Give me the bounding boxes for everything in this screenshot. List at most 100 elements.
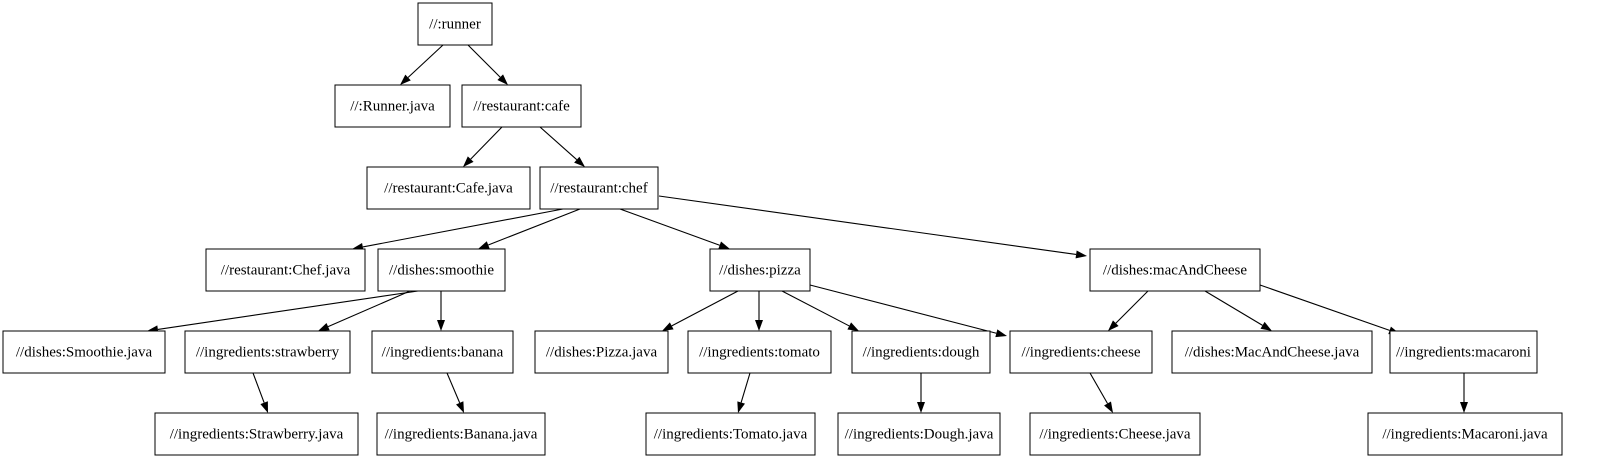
arrowhead-icon <box>463 156 474 167</box>
edge-line <box>781 290 850 327</box>
graph-node-macandcheese_java[interactable]: //dishes:MacAndCheese.java <box>1171 330 1373 374</box>
graph-node-restaurant_cafe[interactable]: //restaurant:cafe <box>461 84 582 128</box>
edge-dishes_pizza-to-pizza_java <box>662 290 739 331</box>
arrowhead-icon <box>1075 250 1087 259</box>
graph-node-ing_strawberry[interactable]: //ingredients:strawberry <box>184 330 351 374</box>
graph-node-cheese_java[interactable]: //ingredients:Cheese.java <box>1029 412 1201 456</box>
node-label: //restaurant:chef <box>550 180 647 196</box>
arrowhead-icon <box>478 241 490 249</box>
node-label: //ingredients:strawberry <box>196 344 340 360</box>
graph-node-macaroni_java[interactable]: //ingredients:Macaroni.java <box>1367 412 1563 456</box>
graph-node-banana_java[interactable]: //ingredients:Banana.java <box>376 412 546 456</box>
edge-line <box>1204 290 1263 326</box>
node-box[interactable] <box>184 330 351 374</box>
node-box[interactable] <box>377 248 506 292</box>
node-box[interactable] <box>837 412 1001 456</box>
node-box[interactable] <box>539 166 659 210</box>
node-box[interactable] <box>366 166 531 210</box>
arrowhead-icon <box>995 329 1007 338</box>
edge-dishes_macandcheese-to-ing_macaroni <box>1259 284 1400 335</box>
node-box[interactable] <box>1367 412 1563 456</box>
graph-node-dishes_pizza[interactable]: //dishes:pizza <box>709 248 811 292</box>
graph-node-cafe_java[interactable]: //restaurant:Cafe.java <box>366 166 531 210</box>
node-label: //:runner <box>429 16 481 32</box>
arrowhead-icon <box>456 401 464 413</box>
node-label: //dishes:macAndCheese <box>1103 262 1247 278</box>
node-box[interactable] <box>534 330 669 374</box>
node-box[interactable] <box>1389 330 1538 374</box>
node-label: //ingredients:tomato <box>699 344 820 360</box>
edge-line <box>407 44 444 78</box>
edge-restaurant_chef-to-dishes_macandcheese <box>658 195 1087 259</box>
arrowhead-icon <box>755 320 763 331</box>
graph-node-ing_dough[interactable]: //ingredients:dough <box>851 330 991 374</box>
node-box[interactable] <box>709 248 811 292</box>
edge-ing_dough-to-dough_java <box>917 373 925 413</box>
edge-dishes_smoothie-to-smoothie_java <box>147 290 419 334</box>
edge-restaurant_chef-to-chef_java <box>352 208 564 251</box>
graph-node-tomato_java[interactable]: //ingredients:Tomato.java <box>645 412 816 456</box>
graph-node-chef_java[interactable]: //restaurant:Chef.java <box>205 248 366 292</box>
edge-line <box>1089 372 1108 404</box>
graph-node-runner_java[interactable]: //:Runner.java <box>334 84 451 128</box>
node-label: //ingredients:cheese <box>1021 344 1140 360</box>
node-label: //ingredients:Dough.java <box>845 426 994 442</box>
node-box[interactable] <box>417 2 493 46</box>
node-box[interactable] <box>334 84 451 128</box>
node-box[interactable] <box>687 330 832 374</box>
edge-ing_macaroni-to-macaroni_java <box>1460 373 1468 413</box>
edge-dishes_smoothie-to-ing_banana <box>437 291 445 331</box>
node-label: //restaurant:cafe <box>473 98 570 114</box>
edge-dishes_macandcheese-to-macandcheese_java <box>1204 290 1272 331</box>
node-box[interactable] <box>1171 330 1373 374</box>
node-label: //ingredients:macaroni <box>1396 344 1531 360</box>
arrowhead-icon <box>574 156 585 167</box>
edge-line <box>362 208 564 248</box>
node-label: //ingredients:dough <box>863 344 980 360</box>
node-box[interactable] <box>205 248 366 292</box>
graph-node-restaurant_chef[interactable]: //restaurant:chef <box>539 166 659 210</box>
edge-line <box>658 195 1077 256</box>
node-label: //restaurant:Cafe.java <box>384 180 513 196</box>
node-box[interactable] <box>154 412 359 456</box>
node-box[interactable] <box>1029 412 1201 456</box>
node-label: //restaurant:Chef.java <box>221 262 351 278</box>
node-label: //dishes:pizza <box>719 262 801 278</box>
edge-line <box>488 208 581 246</box>
graph-node-dishes_macandcheese[interactable]: //dishes:macAndCheese <box>1089 248 1261 292</box>
node-box[interactable] <box>1009 330 1153 374</box>
edge-runner-to-runner_java <box>400 44 444 85</box>
arrowhead-icon <box>847 322 859 331</box>
node-box[interactable] <box>461 84 582 128</box>
edge-restaurant_cafe-to-restaurant_chef <box>539 126 585 167</box>
graph-node-ing_banana[interactable]: //ingredients:banana <box>371 330 514 374</box>
node-box[interactable] <box>371 330 514 374</box>
edge-restaurant_cafe-to-cafe_java <box>463 126 503 167</box>
node-layer: //:runner //:Runner.java //restaurant:cafe… <box>2 2 1563 456</box>
node-box[interactable] <box>851 330 991 374</box>
node-box[interactable] <box>1089 248 1261 292</box>
graph-node-runner[interactable]: //:runner <box>417 2 493 46</box>
graph-node-strawberry_java[interactable]: //ingredients:Strawberry.java <box>154 412 359 456</box>
arrowhead-icon <box>400 74 411 85</box>
edge-line <box>470 126 503 160</box>
graph-node-ing_tomato[interactable]: //ingredients:tomato <box>687 330 832 374</box>
node-label: //ingredients:Macaroni.java <box>1382 426 1548 442</box>
node-label: //ingredients:Tomato.java <box>654 426 808 442</box>
node-box[interactable] <box>376 412 546 456</box>
node-box[interactable] <box>2 330 166 374</box>
graph-node-pizza_java[interactable]: //dishes:Pizza.java <box>534 330 669 374</box>
edge-line <box>467 44 501 78</box>
arrowhead-icon <box>718 241 730 249</box>
arrowhead-icon <box>1260 321 1272 331</box>
graph-node-dough_java[interactable]: //ingredients:Dough.java <box>837 412 1001 456</box>
graph-node-ing_cheese[interactable]: //ingredients:cheese <box>1009 330 1153 374</box>
node-box[interactable] <box>645 412 816 456</box>
graph-node-smoothie_java[interactable]: //dishes:Smoothie.java <box>2 330 166 374</box>
edge-dishes_smoothie-to-ing_strawberry <box>318 290 411 331</box>
graph-node-ing_macaroni[interactable]: //ingredients:macaroni <box>1389 330 1538 374</box>
graph-node-dishes_smoothie[interactable]: //dishes:smoothie <box>377 248 506 292</box>
arrowhead-icon <box>260 401 268 413</box>
edge-ing_tomato-to-tomato_java <box>737 372 751 413</box>
